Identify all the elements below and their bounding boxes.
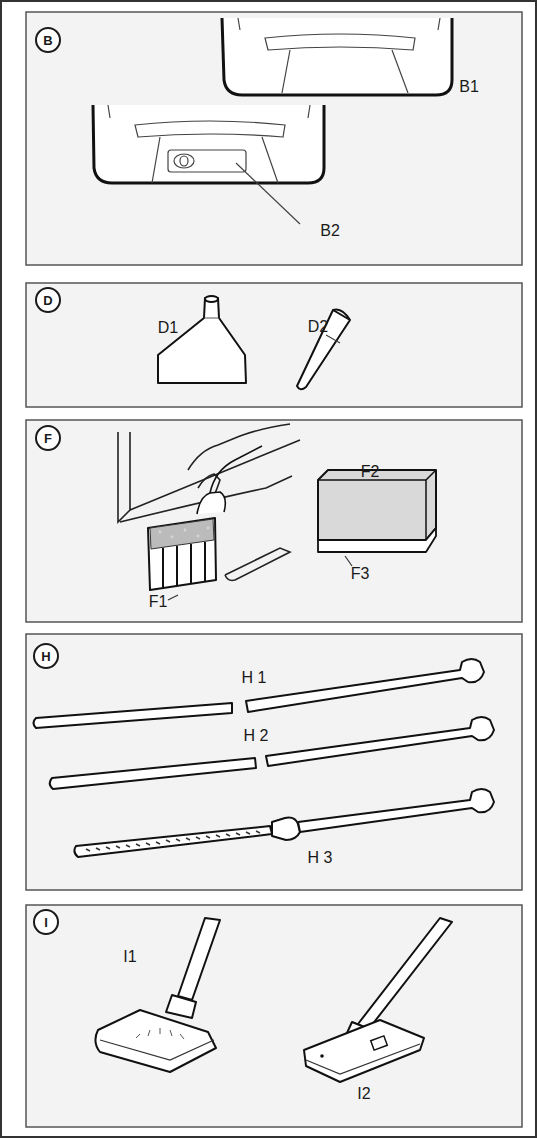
callout-label: H 3 — [306, 849, 335, 867]
callout-label: F3 — [349, 565, 372, 583]
callout-label: F2 — [359, 463, 382, 481]
callout-label: B1 — [457, 78, 481, 96]
callout-label: H 1 — [240, 669, 269, 687]
panel-letter-circle: H — [33, 643, 59, 669]
panel-letter: H — [41, 650, 50, 663]
panel-letter: I — [44, 916, 48, 929]
panel-letter-circle: I — [33, 909, 59, 935]
callout-label: I1 — [121, 948, 138, 966]
panel-letter: F — [44, 432, 52, 445]
callout-label: I2 — [355, 1085, 372, 1103]
callout-label: F1 — [147, 593, 170, 611]
callout-label: D2 — [306, 318, 330, 336]
panel-letter-circle: F — [35, 425, 61, 451]
panel-letter: D — [43, 294, 52, 307]
callout-label: H 2 — [242, 727, 271, 745]
callout-label: D1 — [156, 319, 180, 337]
panel-letter-circle: B — [35, 27, 61, 53]
panel-letter: B — [43, 34, 52, 47]
callout-label: B2 — [318, 222, 342, 240]
panel-letter-circle: D — [35, 287, 61, 313]
